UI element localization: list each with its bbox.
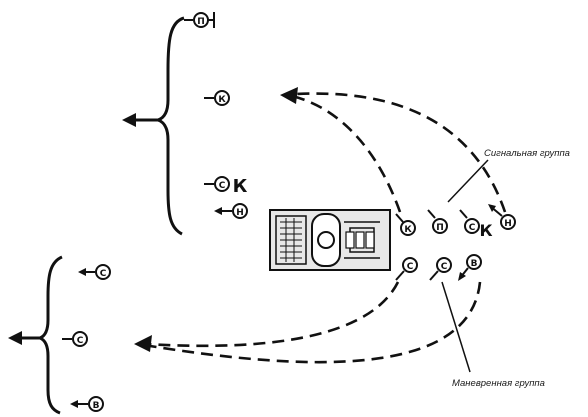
route-lower-inner <box>145 281 400 348</box>
vehicle-label-k2: К <box>479 221 492 240</box>
vehicle-c: С К <box>459 209 493 240</box>
unit-symbol-ck: С К <box>204 176 248 197</box>
maneuver-group-leader-line <box>441 281 471 373</box>
vehicle-label-c: С <box>469 223 476 233</box>
unit-label-ck-k: К <box>233 176 248 197</box>
upper-route-arrowhead <box>280 87 298 104</box>
vehicle-p: П <box>427 209 448 234</box>
unit-label-left-c2: С <box>77 336 84 346</box>
upper-main-arrowhead <box>122 113 136 127</box>
unit-symbol-pi: П <box>184 12 215 28</box>
vehicle-c2: С <box>395 257 418 281</box>
vehicle-label-c3: С <box>441 262 448 272</box>
lower-brace-group: С С В <box>8 255 111 415</box>
upper-brace <box>153 16 185 236</box>
vehicle-n: Н <box>488 204 516 230</box>
unit-symbol-k: К <box>204 90 230 106</box>
unit-label-v: Н <box>236 208 244 218</box>
unit-symbol-v: Н <box>214 203 248 219</box>
lower-route-arrowhead <box>134 335 152 352</box>
command-vehicle <box>269 209 391 271</box>
maneuver-group-label: Маневренная группа <box>452 378 545 389</box>
vehicle-label-n: Н <box>504 219 512 229</box>
route-upper-outer <box>295 92 507 213</box>
unit-symbol-left-c2: С <box>62 331 88 347</box>
upper-brace-group: П К С К Н <box>122 12 248 236</box>
route-lower-outer <box>149 281 482 364</box>
route-upper-inner <box>291 94 402 213</box>
signal-group-leader-line <box>447 159 489 203</box>
vehicle-theta: В <box>458 254 482 281</box>
unit-label-k: К <box>218 95 226 105</box>
vehicle-label-k: К <box>404 225 412 235</box>
vehicle-label-theta: В <box>471 259 478 269</box>
vehicle-k: К <box>395 213 416 236</box>
vehicle-label-c2: С <box>407 262 414 272</box>
unit-symbol-left-c1: С <box>78 264 111 280</box>
lower-main-arrowhead <box>8 331 22 345</box>
unit-symbol-left-theta: В <box>70 396 104 412</box>
lower-brace <box>35 255 63 415</box>
vehicle-c3: С <box>429 257 452 281</box>
unit-label-ck: С <box>219 181 226 191</box>
unit-label-left-c1: С <box>100 269 107 279</box>
signal-group-label: Сигнальная группа <box>484 148 570 159</box>
dashed-routes <box>145 92 507 364</box>
maneuver-group-vehicles: С С В <box>395 254 482 281</box>
unit-label-left-theta: В <box>93 401 100 411</box>
vehicle-label-p: П <box>436 223 444 233</box>
signal-group-vehicles: К П С К Н <box>395 204 516 240</box>
unit-label-pi: П <box>197 17 205 27</box>
